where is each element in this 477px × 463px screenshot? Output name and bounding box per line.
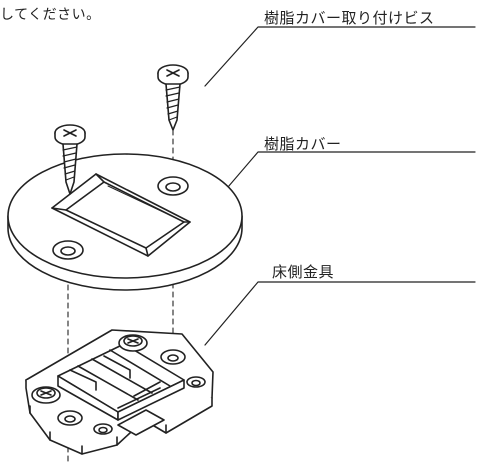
- resin-cover: [7, 153, 243, 291]
- leader-line-screw: [204, 26, 476, 87]
- bracket-hole-right: [160, 349, 186, 365]
- leader-lines: [204, 26, 476, 346]
- leader-line-cover: [209, 151, 476, 209]
- label-resin-cover: 樹脂カバー: [264, 135, 342, 153]
- bracket-screw-top: [118, 334, 148, 352]
- screw-left: [54, 124, 86, 195]
- bracket-hole-far-right: [186, 376, 206, 388]
- floor-bracket: [25, 329, 214, 455]
- cover-opening: [51, 173, 191, 257]
- bracket-rail: [57, 343, 185, 421]
- bracket-tab: [117, 409, 165, 436]
- bracket-screw-left: [31, 386, 61, 404]
- label-screw: 樹脂カバー取り付けビス: [264, 9, 435, 27]
- label-floor-bracket: 床側金具: [272, 263, 335, 281]
- intro-text: してください。: [0, 7, 101, 23]
- cover-screw-hole-left: [52, 240, 84, 260]
- leader-line-bracket: [204, 281, 476, 346]
- bracket-hole-bottom: [93, 423, 113, 435]
- cover-screw-hole-right: [157, 176, 189, 196]
- bracket-hole-left: [57, 410, 83, 426]
- screw-right: [157, 64, 189, 131]
